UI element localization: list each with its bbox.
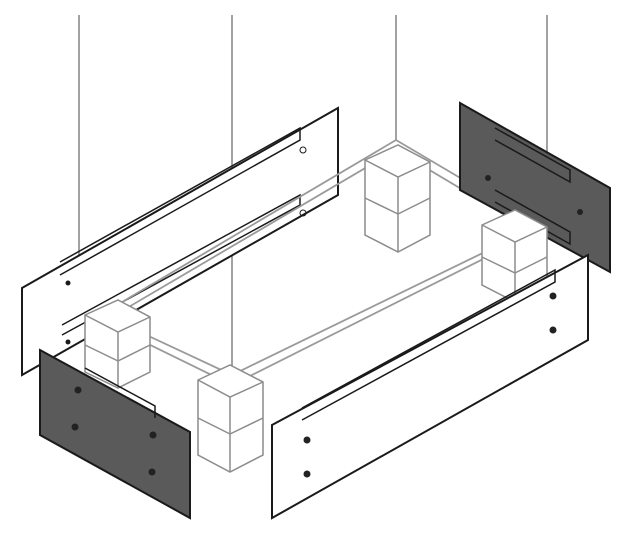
corner-block-back xyxy=(364,144,431,253)
corner-block-left xyxy=(84,299,151,389)
front-left-panel xyxy=(39,348,191,520)
front-right-panel xyxy=(271,253,589,520)
corner-blocks xyxy=(84,144,548,473)
corner-block-front xyxy=(197,364,264,473)
left-back-panel xyxy=(21,106,339,377)
